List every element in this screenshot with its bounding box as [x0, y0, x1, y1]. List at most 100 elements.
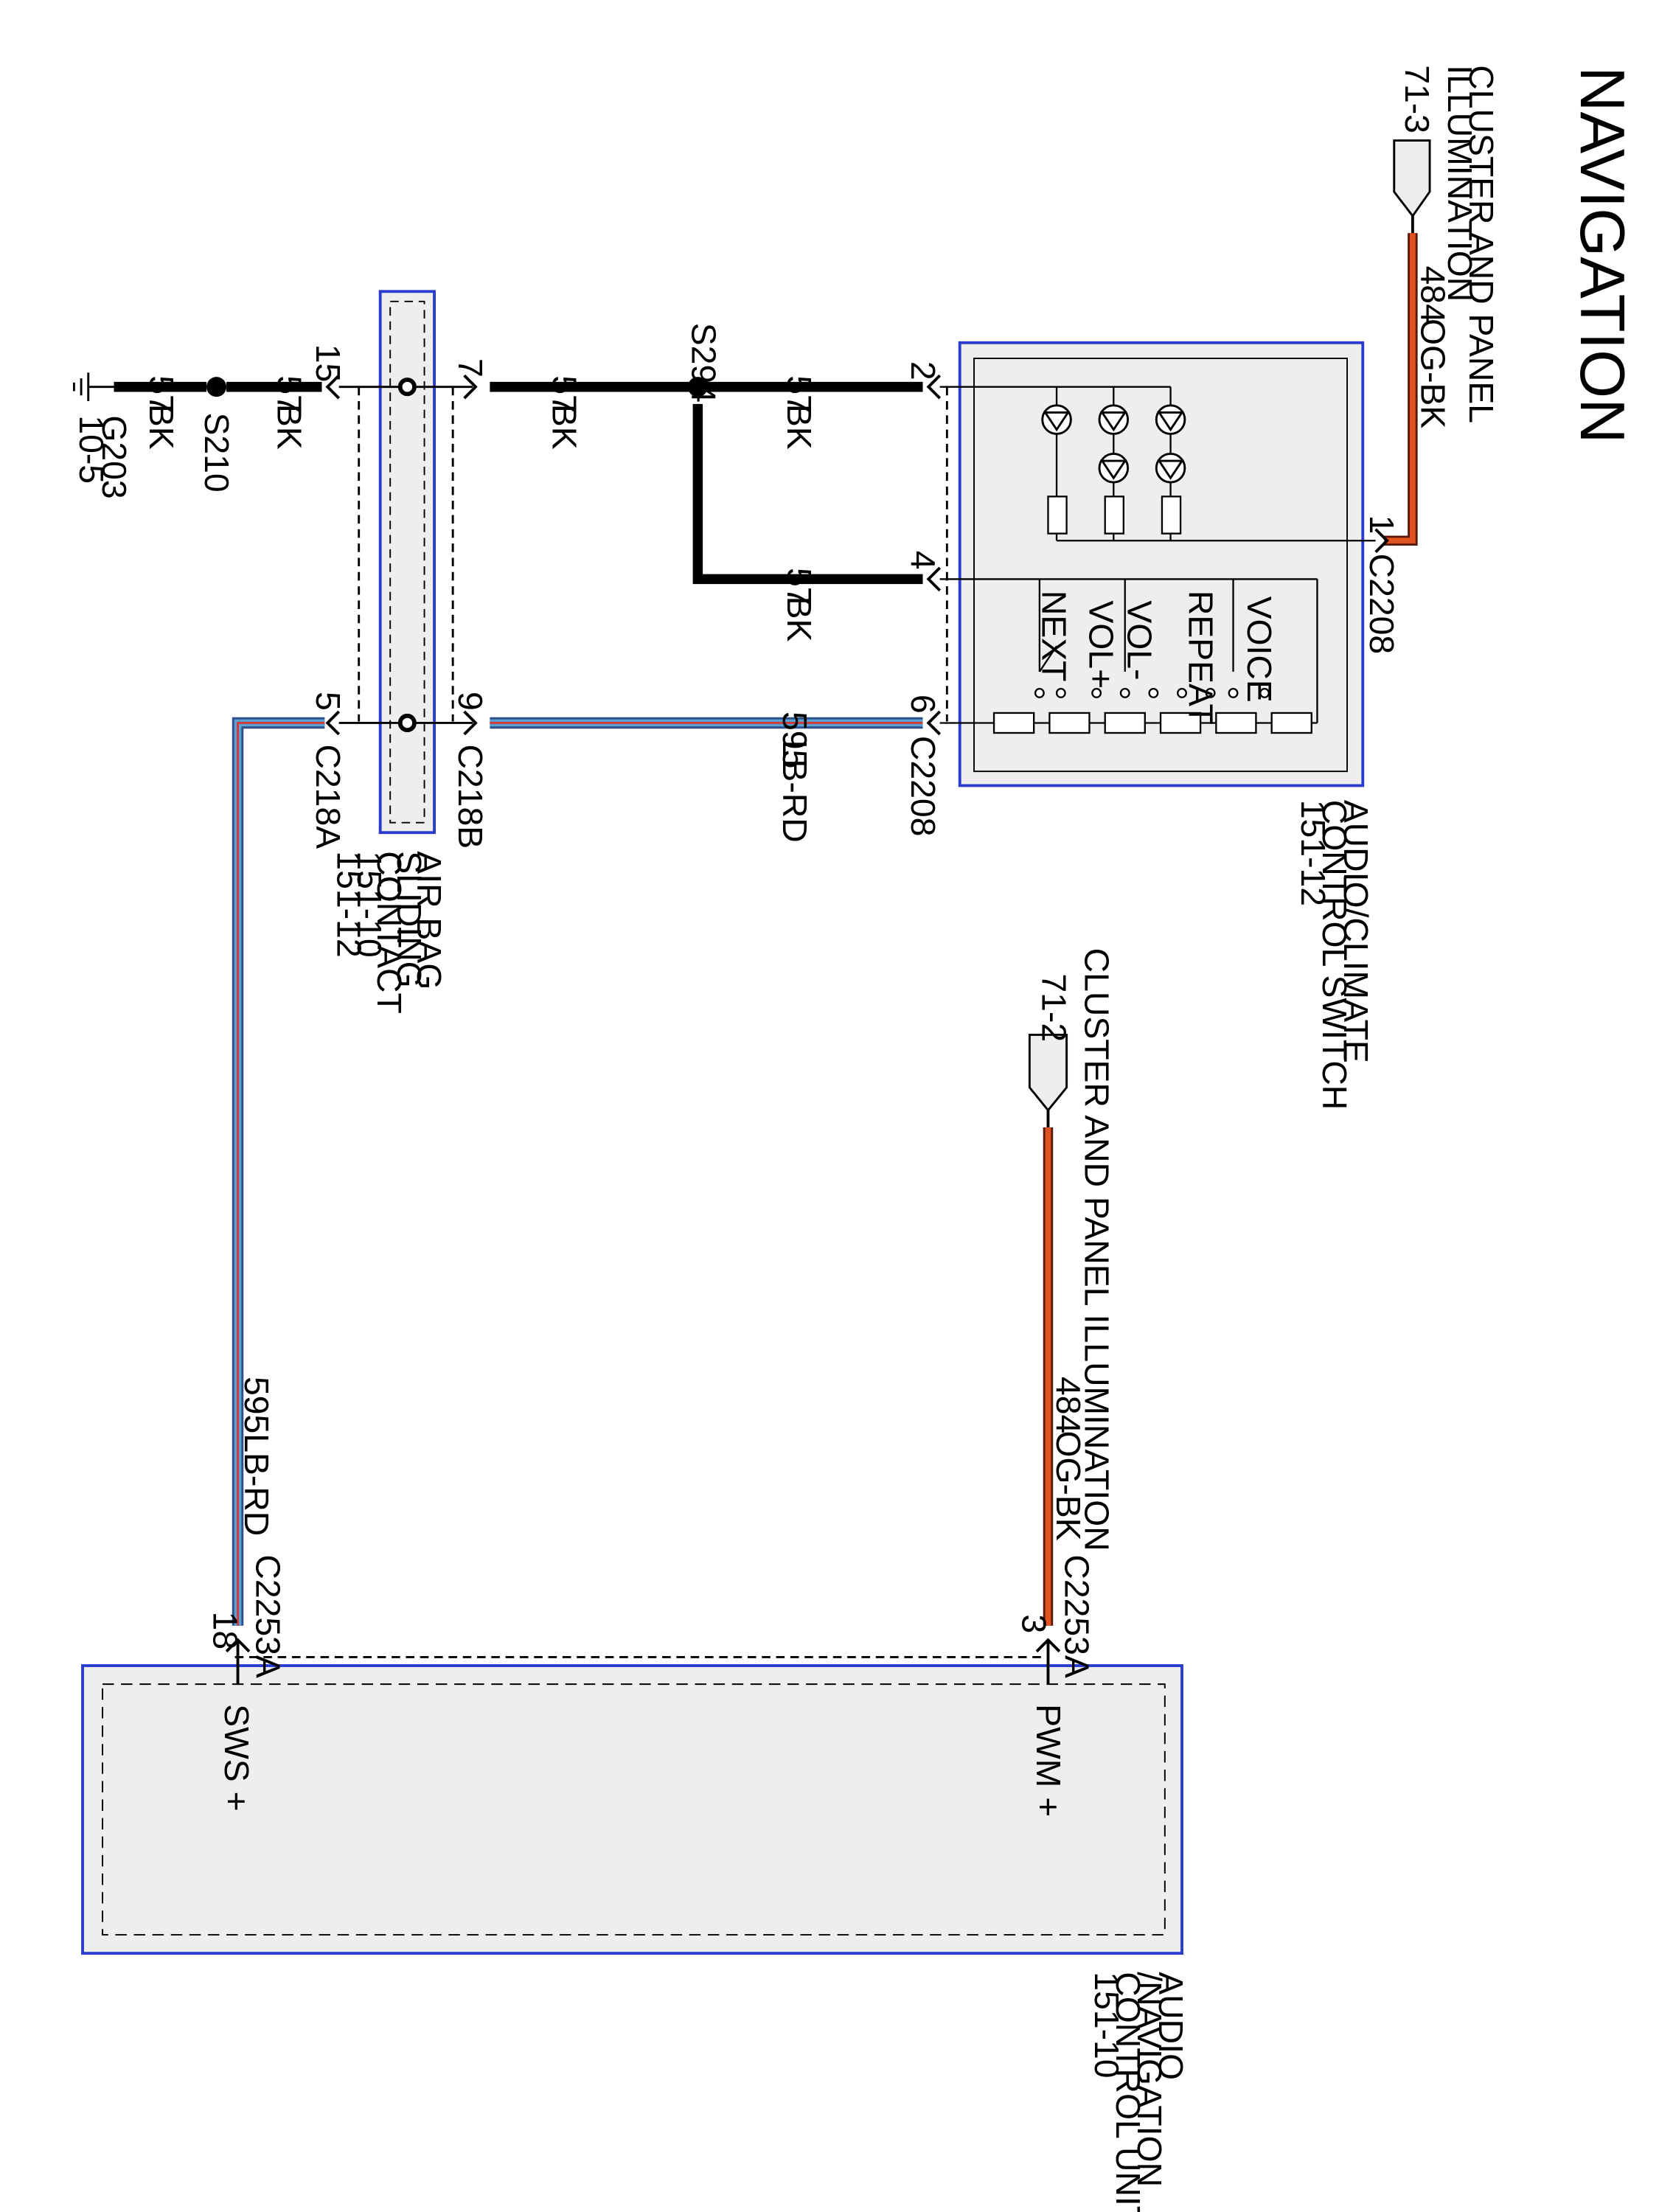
pin5-chevron [325, 710, 341, 736]
button-label-vol-minus: VOL- [1121, 600, 1159, 680]
wire-color: LB-RD [776, 740, 814, 843]
airbag-label-line: 151-10 [350, 851, 389, 957]
pin-number: 2 [904, 361, 942, 380]
pin-number: 3 [1015, 1614, 1054, 1633]
wire-color: BK [780, 597, 818, 642]
pin-number: 5 [309, 692, 347, 711]
ground-ref: 10-5 [72, 415, 111, 484]
wire-color: BK [271, 404, 309, 450]
wire-number: 484 [1049, 1377, 1088, 1433]
switch-label-line: 151-12 [1294, 800, 1332, 906]
splice-s294 [687, 377, 708, 397]
wire-595-c218a-unit [232, 717, 325, 1626]
connector-label-c2253a: C2253A [249, 1554, 288, 1678]
resistor-icon [1161, 495, 1182, 535]
connector-label-c218a: C218A [309, 744, 347, 849]
resistor-icon [1159, 712, 1202, 734]
pin-number: 1 [1363, 515, 1401, 534]
connector-label-c2208: C2208 [1363, 554, 1401, 655]
button-label-repeat: REPEAT [1182, 591, 1220, 725]
ground-id: G203 [95, 415, 133, 498]
illumination-top-ref: 71-3 [1398, 65, 1436, 133]
wire-57-s294-pin4 [692, 403, 923, 585]
resistor-icon [1104, 712, 1146, 734]
wire-number: 57 [271, 375, 309, 414]
wire-color: BK [142, 404, 181, 450]
wire-color: BK [545, 404, 583, 450]
ground-symbol [72, 372, 114, 401]
connector-label-c2253a: C2253A [1058, 1554, 1096, 1678]
pin9-chevron [463, 710, 478, 736]
pin2-chevron [926, 374, 942, 400]
unit-label-line: CONTROL UNIT [1109, 1972, 1147, 2212]
wire-number: 57 [142, 375, 181, 414]
resistor-icon [1048, 712, 1091, 734]
pin7-chevron [463, 374, 478, 400]
airbag-contact-ring-bottom [397, 713, 417, 733]
airbag-label-line: CONTACT [370, 851, 408, 1014]
audio-climate-switch-inner [973, 358, 1349, 773]
led-icons [1041, 404, 1186, 484]
signal-label-sws: SWS + [218, 1704, 256, 1812]
illumination-source-flag-mid [1028, 1033, 1068, 1113]
audio-nav-control-unit-inner [102, 1683, 1166, 1935]
ladder-resistors [992, 712, 1312, 734]
resistor-icon [1047, 495, 1068, 535]
airbag-sliding-contact-inner [389, 300, 425, 824]
resistor-icon [992, 712, 1035, 734]
unit-label-line: /NAVIGATION [1130, 1972, 1169, 2187]
wire-484-top-illumination [1384, 233, 1418, 546]
splice-label-s210: S210 [198, 412, 236, 492]
switch-label-line: AUDIO/CLIMATE [1337, 800, 1375, 1063]
unit-label-line: 151-10 [1088, 1972, 1126, 2078]
illumination-top-label-line: CLUSTER AND PANEL [1462, 65, 1500, 423]
wire-number: 484 [1413, 266, 1452, 323]
resistor-icon [1270, 712, 1312, 734]
wire-color: LB-RD [237, 1433, 276, 1536]
wire-color: OG-BK [1049, 1430, 1088, 1540]
wire-number: 57 [780, 375, 818, 414]
unit-label-line: AUDIO [1152, 1972, 1190, 2080]
pin4-chevron [926, 566, 942, 592]
page-title: NAVIGATION [1567, 66, 1637, 443]
illumination-mid-label: CLUSTER AND PANEL ILLUMINATION [1078, 948, 1116, 1551]
wire-color: BK [780, 404, 818, 450]
pin6-chevron [926, 710, 942, 736]
illumination-mid-ref: 71-2 [1035, 973, 1074, 1042]
airbag-sliding-contact-box [378, 290, 436, 835]
wire-color: OG-BK [1413, 319, 1452, 428]
signal-label-pwm: PWM + [1029, 1704, 1068, 1817]
pin-number: 9 [451, 692, 490, 711]
switch-contacts [1034, 645, 1270, 698]
button-label-vol-plus: VOL+ [1082, 600, 1120, 689]
airbag-label-line: 151-12 [330, 851, 369, 957]
illumination-source-flag-top [1393, 139, 1431, 218]
resistor-icon [1104, 495, 1124, 535]
pin1-chevron [1374, 528, 1389, 554]
pin-number: 18 [206, 1612, 245, 1650]
button-label-voice: VOICE [1240, 597, 1279, 703]
pin-number: 15 [309, 344, 347, 383]
airbag-contact-ring-top [397, 378, 417, 397]
splice-s210 [206, 377, 227, 397]
resistor-icon [1215, 712, 1257, 734]
airbag-label-line: AIR BAG [410, 851, 448, 990]
wire-number: 595 [776, 712, 814, 768]
connector-label-c2208: C2208 [904, 736, 942, 837]
audio-nav-control-unit-box [81, 1664, 1183, 1955]
pin-number: 6 [904, 695, 942, 714]
pin-number: 7 [451, 358, 490, 378]
wire-number: 57 [780, 568, 818, 606]
pin-number: 4 [904, 551, 942, 570]
button-label-next: NEXT [1035, 591, 1074, 682]
connector-label-c218b: C218B [451, 744, 490, 849]
wire-number: 57 [545, 375, 583, 414]
wire-number: 595 [237, 1377, 276, 1433]
airbag-label-line: SLIDING [390, 851, 428, 987]
splice-label-s294: S294 [685, 323, 723, 403]
switch-label-line: CONTROL SWITCH [1315, 800, 1354, 1110]
illumination-top-label-line: ILLUMINATION [1441, 65, 1479, 302]
pin15-chevron [325, 374, 341, 400]
led-resistors [1047, 495, 1182, 535]
